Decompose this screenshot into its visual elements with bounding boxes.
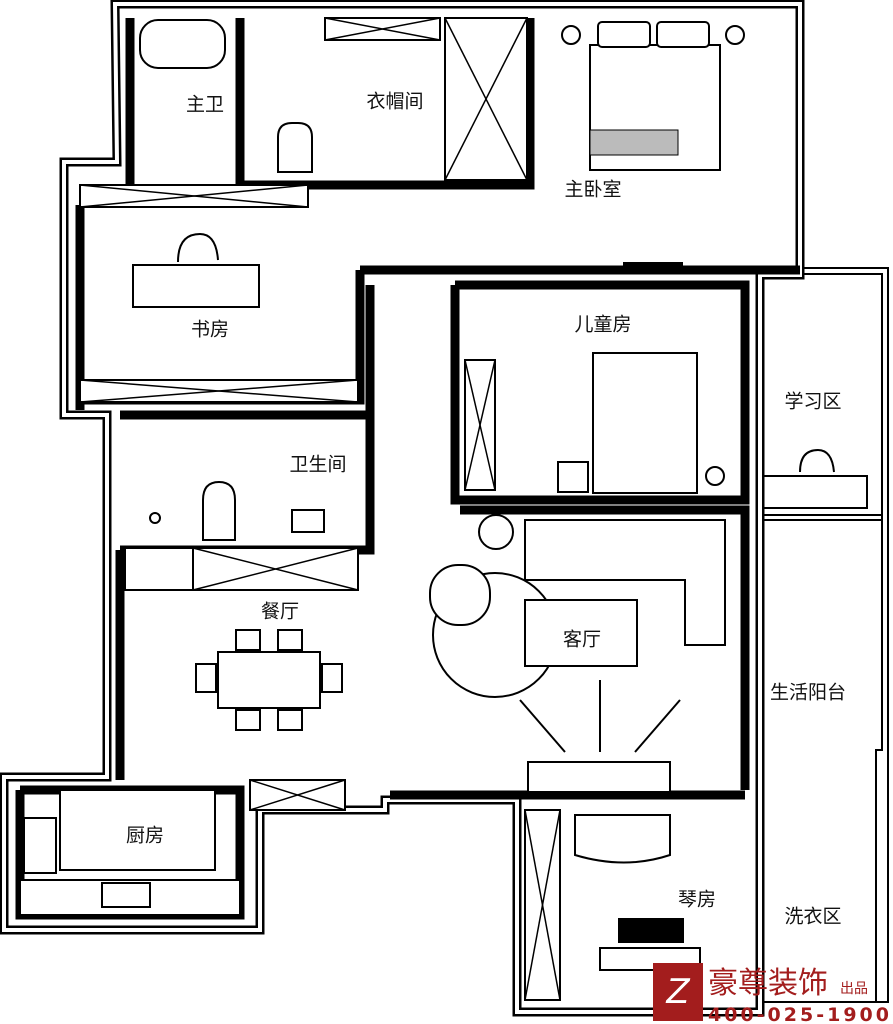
room-label-master-bedroom: 主卧室 [564, 179, 621, 201]
kitchen-sink [23, 817, 57, 874]
speaker [478, 514, 514, 550]
pillow [597, 21, 651, 48]
tv-cabinet [527, 761, 671, 793]
shower-icon [149, 512, 161, 524]
lamp-icon [705, 466, 725, 486]
study-desk [762, 475, 868, 509]
brand-logo [653, 963, 703, 1021]
room-label-laundry: 洗衣区 [784, 906, 841, 928]
room-label-master-bath: 主卫 [186, 94, 224, 116]
kids-bed [592, 352, 698, 494]
brand-suffix: 出品 [840, 981, 868, 997]
room-label-kitchen: 厨房 [126, 825, 164, 847]
desk [132, 264, 260, 308]
room-labels: 主卫 衣帽间 主卧室 书房 儿童房 学习区 卫生间 餐厅 客厅 生活阳台 厨房 … [126, 91, 846, 928]
coffee-table [524, 599, 638, 667]
bathtub [139, 19, 226, 69]
room-label-piano-room: 琴房 [678, 889, 716, 911]
room-label-kids-room: 儿童房 [574, 314, 631, 336]
lamp-icon [561, 25, 581, 45]
brand-name: 豪尊装饰 [708, 966, 828, 1001]
room-label-dining: 餐厅 [261, 601, 299, 623]
sink [291, 509, 325, 533]
toilet [277, 122, 313, 173]
tv [623, 262, 683, 268]
stove [101, 882, 151, 908]
room-label-bathroom: 卫生间 [289, 454, 346, 476]
lamp-icon [725, 25, 745, 45]
furniture [23, 19, 745, 971]
room-label-study-area: 学习区 [784, 391, 841, 413]
chair-icon [799, 448, 835, 473]
bed-blanket [589, 129, 679, 156]
interior-walls [15, 18, 800, 920]
room-label-study: 书房 [191, 319, 229, 341]
toilet [202, 480, 236, 541]
brand-watermark: Z 豪尊装饰 出品 400-025-1900 [653, 963, 892, 1024]
dining-table [217, 651, 321, 709]
room-label-cloakroom: 衣帽间 [366, 91, 423, 113]
pillow [656, 21, 710, 48]
brand-phone: 400-025-1900 [708, 1004, 892, 1024]
armchair [429, 564, 491, 626]
chair-icon [177, 232, 219, 263]
svg-text:Z: Z [665, 972, 690, 1012]
room-label-living: 客厅 [563, 629, 601, 651]
balcony-outline [760, 267, 889, 1003]
piano-desk [574, 814, 671, 864]
kitchen-counter [59, 789, 216, 871]
piano [618, 918, 684, 943]
room-label-utility-balcony: 生活阳台 [770, 682, 846, 704]
